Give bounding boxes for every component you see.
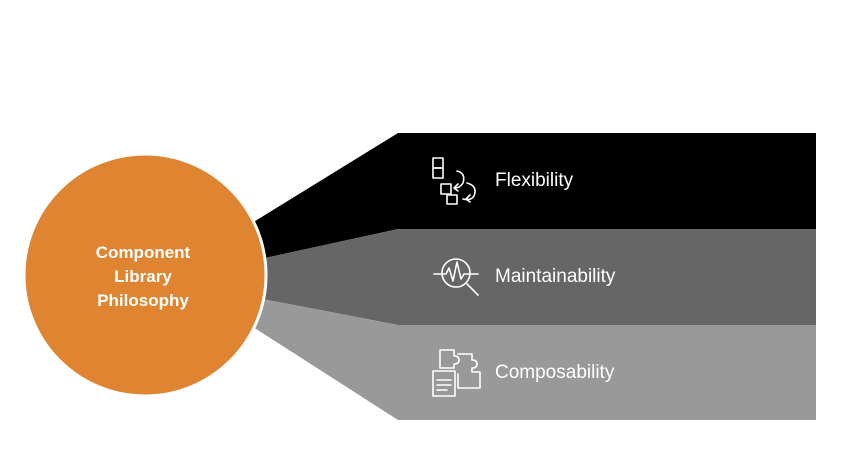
hub-circle: [22, 152, 268, 398]
band-maintainability: [252, 229, 816, 325]
hub-title-line-1: Component: [95, 243, 191, 262]
hub-title-line-2: Library: [114, 267, 172, 286]
band-label-maintainability: Maintainability: [495, 266, 616, 287]
hub-title-line-3: Philosophy: [97, 291, 189, 310]
puzzle-document-icon: [432, 349, 481, 397]
band-label-flexibility: Flexibility: [495, 170, 574, 191]
band-composability: [250, 297, 816, 420]
flowchart-swap-icon: [432, 157, 476, 205]
band-flexibility: [252, 133, 816, 258]
magnifier-pulse-icon: [433, 258, 479, 296]
band-label-composability: Composability: [495, 362, 615, 383]
hub-title: Component Library Philosophy: [22, 241, 264, 313]
